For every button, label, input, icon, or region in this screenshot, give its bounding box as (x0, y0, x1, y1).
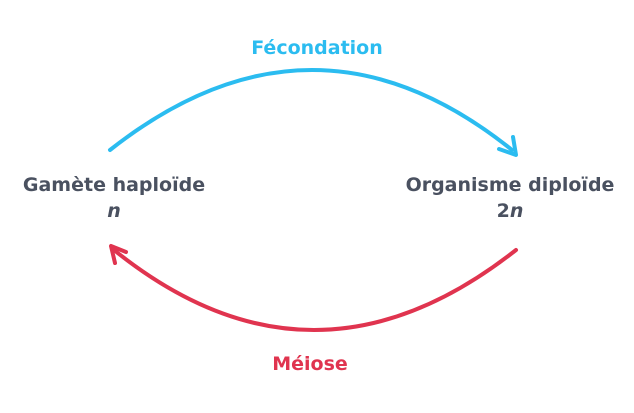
organisme-title: Organisme diploïde (405, 174, 615, 196)
fecondation-arrow (108, 68, 514, 152)
meiose-arrowhead (109, 244, 128, 265)
meiose-arrow (112, 248, 518, 332)
organisme-ploidy: 2n (392, 198, 628, 224)
gamete-title: Gamète haploïde (22, 174, 206, 196)
organisme-ploidy-var: n (509, 200, 524, 222)
organisme-diploide-node: Organisme diploïde 2n (392, 172, 628, 224)
gamete-ploidy-var: n (107, 200, 121, 222)
gamete-haploide-node: Gamète haploïde n (8, 172, 220, 224)
fecondation-arrowhead (497, 135, 518, 157)
gamete-ploidy: n (8, 198, 220, 224)
meiose-label: Méiose (272, 353, 348, 375)
fecondation-label: Fécondation (251, 37, 383, 59)
organisme-ploidy-prefix: 2 (496, 200, 510, 222)
